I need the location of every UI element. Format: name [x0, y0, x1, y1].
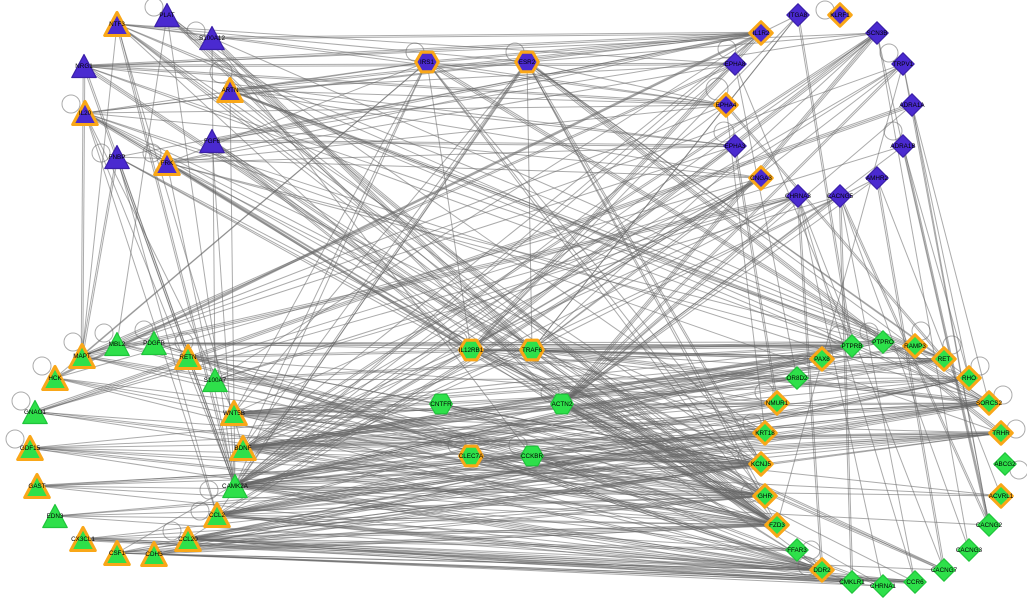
svg-text:RET: RET — [938, 356, 951, 363]
svg-text:CACNG3: CACNG3 — [956, 547, 983, 554]
svg-text:ADRA1B: ADRA1B — [890, 143, 915, 150]
svg-text:PDGFB: PDGFB — [143, 340, 165, 347]
svg-text:CCKBR: CCKBR — [521, 453, 543, 460]
svg-text:EDN3: EDN3 — [47, 513, 64, 520]
svg-text:SCN3B: SCN3B — [867, 30, 888, 37]
svg-text:PAX8: PAX8 — [814, 356, 830, 363]
svg-text:SORCS2: SORCS2 — [976, 400, 1002, 407]
svg-text:RETN: RETN — [179, 354, 197, 361]
svg-text:IL12RB1: IL12RB1 — [459, 347, 484, 354]
svg-text:NRG1: NRG1 — [75, 63, 93, 70]
svg-text:GNAO1: GNAO1 — [24, 409, 47, 416]
svg-text:TRAF6: TRAF6 — [522, 347, 542, 354]
svg-text:KCNJ5: KCNJ5 — [751, 461, 771, 468]
svg-text:PLAT: PLAT — [159, 12, 174, 19]
svg-text:ABCG2: ABCG2 — [994, 461, 1016, 468]
svg-text:MBL2: MBL2 — [109, 341, 126, 348]
svg-text:CDH5: CDH5 — [145, 551, 163, 558]
svg-text:KRT18: KRT18 — [755, 430, 775, 437]
svg-text:IL1R2: IL1R2 — [753, 30, 770, 37]
svg-text:FRK: FRK — [161, 160, 174, 167]
svg-text:TRHR: TRHR — [992, 430, 1010, 437]
svg-text:ESR2: ESR2 — [519, 59, 536, 66]
svg-text:ACVRL1: ACVRL1 — [989, 493, 1014, 500]
svg-text:CSF1: CSF1 — [109, 550, 126, 557]
svg-text:WNT5B: WNT5B — [223, 410, 245, 417]
svg-text:GHR: GHR — [758, 493, 772, 500]
svg-text:S100A7: S100A7 — [204, 377, 227, 384]
svg-text:FFAR3: FFAR3 — [787, 547, 807, 554]
svg-text:CX3CL1: CX3CL1 — [71, 536, 95, 543]
svg-text:PTPRO: PTPRO — [872, 339, 894, 346]
svg-text:CACNG2: CACNG2 — [976, 522, 1003, 529]
svg-text:CHRNA3: CHRNA3 — [785, 193, 811, 200]
svg-text:RHO: RHO — [962, 375, 976, 382]
svg-text:BDNF: BDNF — [234, 445, 251, 452]
svg-text:CNTFR: CNTFR — [430, 401, 452, 408]
svg-text:HCK: HCK — [48, 375, 62, 382]
svg-text:OR8D2: OR8D2 — [787, 375, 808, 382]
svg-text:IRS1: IRS1 — [420, 59, 434, 66]
svg-text:CNGA3: CNGA3 — [750, 175, 772, 182]
svg-text:FGF6: FGF6 — [204, 138, 221, 145]
svg-text:MAPT: MAPT — [73, 353, 91, 360]
svg-text:ARTN: ARTN — [221, 87, 238, 94]
svg-text:CACNG5: CACNG5 — [827, 193, 854, 200]
svg-text:GAST: GAST — [28, 483, 45, 490]
svg-text:CCR6: CCR6 — [906, 579, 924, 586]
svg-text:FZD3: FZD3 — [769, 522, 785, 529]
svg-text:EPHA8: EPHA8 — [725, 61, 746, 68]
svg-text:NMUR1: NMUR1 — [766, 400, 789, 407]
svg-text:FNBP: FNBP — [109, 154, 126, 161]
svg-text:KLRF1: KLRF1 — [830, 12, 850, 19]
svg-text:EPHA4: EPHA4 — [716, 102, 737, 109]
svg-text:PTPRB: PTPRB — [842, 343, 863, 350]
svg-text:DDR2: DDR2 — [813, 567, 831, 574]
svg-text:NTF3: NTF3 — [109, 21, 125, 28]
svg-text:CMKLR1: CMKLR1 — [839, 579, 865, 586]
svg-text:ADRA1A: ADRA1A — [899, 102, 925, 109]
svg-text:CAMK2A: CAMK2A — [222, 483, 249, 490]
svg-text:CCL20: CCL20 — [178, 536, 198, 543]
svg-text:AMHR2: AMHR2 — [866, 175, 889, 182]
svg-text:TRPV1: TRPV1 — [893, 61, 914, 68]
svg-text:IL20: IL20 — [79, 110, 92, 117]
svg-text:CACNG7: CACNG7 — [931, 567, 958, 574]
svg-text:S100A12: S100A12 — [199, 35, 225, 42]
svg-text:CHRNA1: CHRNA1 — [870, 583, 896, 590]
svg-text:GDF15: GDF15 — [20, 445, 41, 452]
svg-text:RAMP3: RAMP3 — [904, 343, 926, 350]
svg-text:CLEC7A: CLEC7A — [459, 453, 484, 460]
svg-text:EPHA3: EPHA3 — [725, 143, 746, 150]
svg-text:ITGA8: ITGA8 — [789, 12, 808, 19]
svg-text:ACTN2: ACTN2 — [552, 401, 573, 408]
svg-text:CCL2: CCL2 — [209, 512, 226, 519]
